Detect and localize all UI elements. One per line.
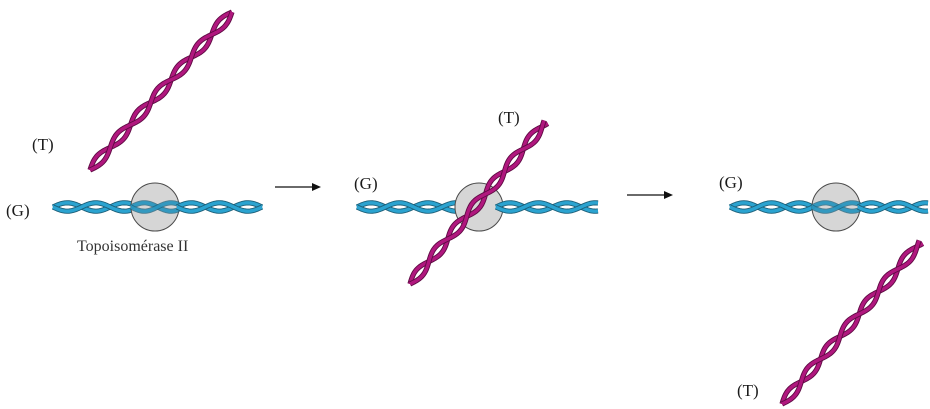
g-segment-step2-left-strand-a — [356, 201, 460, 213]
arrow-step2-to-step3 — [627, 191, 673, 199]
g-segment-step1-left-strand-b — [52, 201, 134, 213]
t-segment-step2 — [407, 119, 550, 287]
g-label-step2: (G) — [354, 174, 378, 193]
t-segment-step1-strand-b — [88, 10, 233, 171]
t-segment-step1-strand-a — [89, 11, 234, 172]
g-segment-step3-right-strand-a — [857, 201, 929, 213]
t-label-step3: (T) — [737, 381, 759, 400]
g-segment-step2-right-strand-a — [495, 201, 599, 213]
t-label-step2: (T) — [498, 108, 520, 127]
g-segment-step3-right — [856, 200, 929, 214]
g-segment-step3-inside-strand-a — [811, 201, 861, 213]
step-2-t-segment-passing-through: (T) (G) — [354, 108, 599, 287]
t-segment-step3-strand-a — [781, 239, 921, 406]
t-segment-step2-strand-a — [409, 119, 546, 286]
g-segment-step1-inside-strand-a — [130, 201, 180, 213]
g-segment-step2-right — [494, 200, 599, 214]
g-segment-step2-left — [355, 200, 460, 214]
t-segment-step1 — [87, 9, 235, 173]
arrow-step1-to-step2 — [275, 183, 321, 191]
g-segment-step1-right — [175, 200, 264, 214]
g-segment-step3-right-strand-b — [857, 201, 929, 213]
g-label-step3: (G) — [719, 173, 743, 192]
g-segment-step3-left-strand-b — [729, 201, 814, 213]
g-segment-step1-left-strand-a — [52, 201, 134, 213]
g-segment-step1-right-strand-b — [176, 201, 263, 213]
enzyme-caption: Topoisomérase II — [77, 238, 188, 255]
step-3-after-passage: (T) (G) — [719, 173, 929, 407]
g-segment-step3-left — [728, 200, 815, 214]
step-1-before-passage: (T) (G) Topoisomérase II — [6, 9, 264, 255]
g-label-step1: (G) — [6, 201, 30, 220]
g-segment-step1-inside — [129, 200, 181, 214]
t-label-step1: (T) — [32, 135, 54, 154]
t-segment-step3 — [779, 239, 925, 407]
g-segment-step1-left — [51, 200, 134, 214]
g-segment-step3-left-strand-a — [729, 201, 814, 213]
g-segment-step3-inside — [810, 200, 862, 214]
g-segment-step1-right-strand-a — [176, 201, 263, 213]
